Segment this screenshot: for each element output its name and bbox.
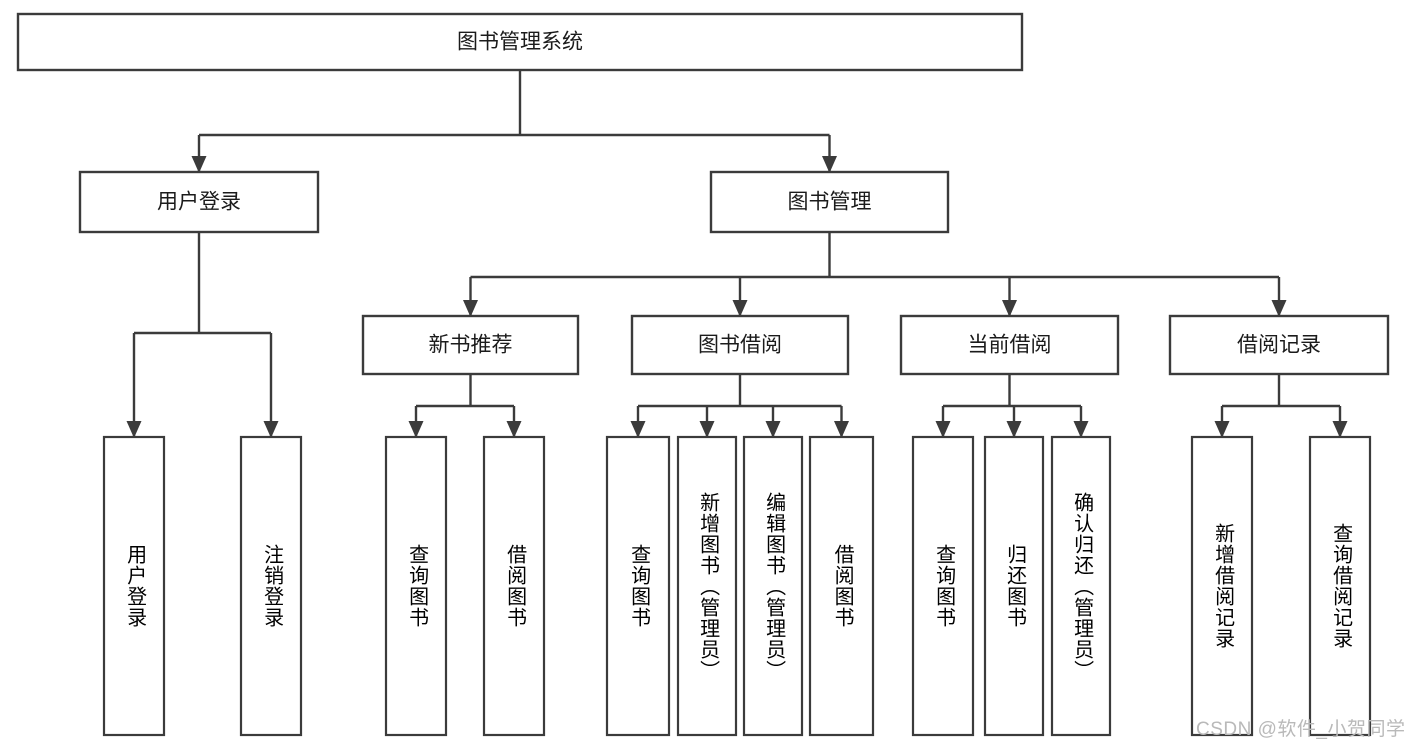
arrow-down-icon-leaf-query-book-current: [935, 421, 951, 438]
node-leaf-box-leaf-confirm-return[interactable]: [1050, 435, 1112, 737]
node-leaf-box-leaf-query-book-current[interactable]: [911, 435, 975, 737]
node-leaf-box-leaf-user-login[interactable]: [102, 435, 166, 737]
node-leaf-box-leaf-user-logout[interactable]: [239, 435, 303, 737]
arrow-down-icon-leaf-edit-book: [765, 421, 781, 438]
arrow-down-icon-book-borrow: [732, 300, 748, 317]
arrow-down-icon-leaf-user-login: [126, 421, 142, 438]
node-l2-label-book-manage: 图书管理: [788, 191, 872, 214]
node-l2-box-book-manage[interactable]: [709, 170, 950, 234]
node-l3-label-new-book-recommend: 新书推荐: [429, 334, 513, 357]
node-l3-box-current-borrow[interactable]: [899, 314, 1120, 376]
node-leaf-box-leaf-return-book[interactable]: [983, 435, 1045, 737]
arrow-down-icon-leaf-borrow-book: [834, 421, 849, 438]
node-leaf-box-leaf-query-borrow-record[interactable]: [1308, 435, 1372, 737]
arrow-down-icon-user-login: [191, 156, 207, 173]
node-leaf-box-leaf-query-book-new[interactable]: [384, 435, 448, 737]
node-leaf-box-leaf-borrow-book-new[interactable]: [482, 435, 546, 737]
arrow-down-icon-leaf-return-book: [1006, 421, 1022, 438]
node-l3-label-book-borrow: 图书借阅: [698, 334, 782, 357]
node-leaf-box-leaf-borrow-book[interactable]: [808, 435, 875, 737]
node-l3-box-new-book-recommend[interactable]: [361, 314, 580, 376]
node-leaf-box-leaf-query-book-borrow[interactable]: [605, 435, 671, 737]
arrow-down-icon-current-borrow: [1002, 300, 1017, 317]
node-l3-box-borrow-record[interactable]: [1168, 314, 1390, 376]
node-l2-label-user-login: 用户登录: [157, 191, 241, 214]
arrow-down-icon-borrow-record: [1271, 300, 1287, 317]
node-l3-box-book-borrow[interactable]: [630, 314, 850, 376]
arrow-down-icon-leaf-query-borrow-record: [1332, 421, 1348, 438]
node-leaf-box-leaf-add-book[interactable]: [676, 435, 738, 737]
node-root-label: 图书管理系统: [457, 31, 583, 54]
arrow-down-icon-leaf-query-book-new: [408, 421, 424, 438]
node-l3-label-borrow-record: 借阅记录: [1237, 334, 1321, 357]
node-root-box[interactable]: [16, 12, 1024, 72]
arrow-down-icon-leaf-user-logout: [263, 421, 279, 438]
node-leaf-box-leaf-add-borrow-record[interactable]: [1190, 435, 1254, 737]
arrow-down-icon-leaf-borrow-book-new: [506, 421, 522, 438]
arrow-down-icon-new-book-recommend: [463, 300, 478, 317]
arrow-down-icon-leaf-add-borrow-record: [1214, 421, 1230, 438]
boxes-layer: [16, 12, 1390, 737]
arrow-down-icon-leaf-confirm-return: [1073, 421, 1089, 438]
node-l3-label-current-borrow: 当前借阅: [968, 334, 1052, 357]
node-leaf-box-leaf-edit-book[interactable]: [742, 435, 804, 737]
node-l2-box-user-login[interactable]: [78, 170, 320, 234]
arrow-down-icon-book-manage: [822, 156, 837, 173]
connectors-layer: [126, 70, 1348, 438]
csdn-watermark: CSDN @软件_小贺同学: [1196, 719, 1405, 740]
arrow-down-icon-leaf-query-book-borrow: [630, 421, 646, 438]
arrow-down-icon-leaf-add-book: [699, 421, 715, 438]
